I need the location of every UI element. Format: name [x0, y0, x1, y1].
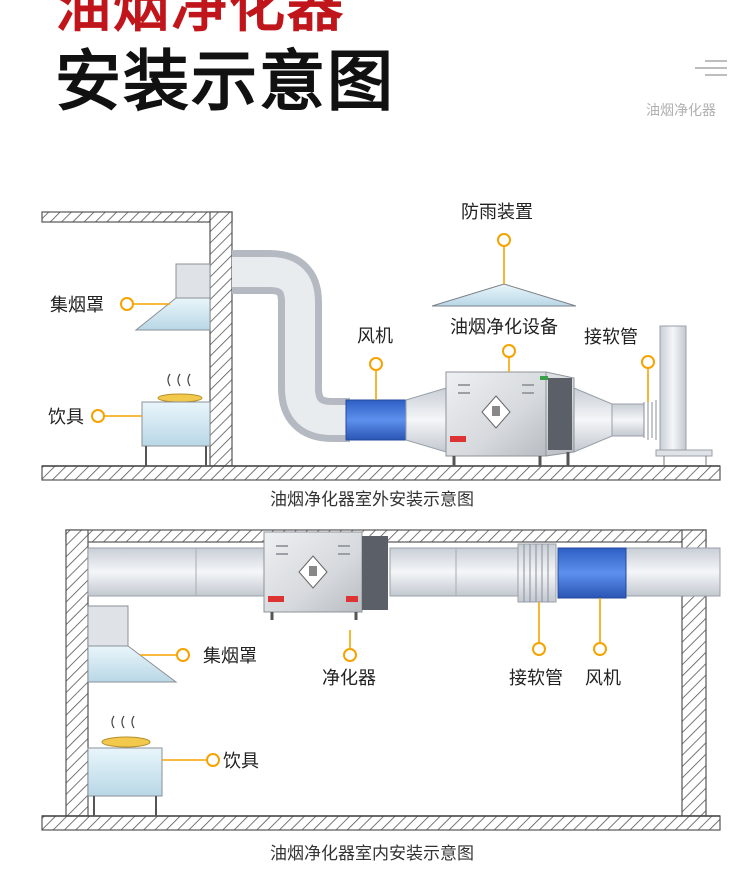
caption-outdoor: 油烟净化器室外安装示意图	[270, 490, 474, 510]
indoor-duct-left	[87, 547, 265, 597]
side-label: 油烟净化器	[646, 103, 716, 119]
label-rain-cover: 防雨装置	[461, 202, 533, 223]
rain-cover	[431, 283, 577, 307]
outdoor-diagram: 防雨装置 集烟罩 饮具 风机 油烟净化设备 接软管 油烟净化器室外安装示意图	[41, 202, 721, 510]
purifier-marker	[502, 344, 516, 358]
ground	[41, 465, 721, 481]
indoor-wall-left	[65, 529, 89, 817]
stove-marker	[91, 409, 105, 423]
label-hood: 集烟罩	[50, 295, 104, 316]
indoor-hood-marker	[176, 648, 190, 662]
indoor-diagram: 集烟罩 饮具 净化器 接软管 风机 油烟净化器室内安装示意图	[41, 529, 721, 864]
chimney	[659, 325, 687, 451]
connector-marker	[641, 355, 655, 369]
indoor-duct-right	[625, 547, 721, 597]
page-title: 安装示意图	[55, 43, 395, 120]
indoor-fan	[557, 547, 627, 599]
fan	[345, 399, 407, 441]
ceiling-slab	[41, 211, 233, 223]
indoor-stove	[87, 715, 163, 816]
fan-marker	[369, 357, 383, 371]
label-fan: 风机	[357, 326, 393, 347]
indoor-duct-mid	[389, 547, 519, 597]
indoor-purifier-unit	[263, 531, 388, 620]
purifier-unit	[445, 371, 575, 466]
label-stove: 饮具	[48, 407, 84, 428]
indoor-connector-marker	[532, 642, 546, 656]
title-top: 油烟净化器	[55, 0, 345, 40]
label-purifier: 油烟净化设备	[450, 317, 558, 338]
hood-marker	[120, 297, 134, 311]
indoor-label-stove: 饮具	[223, 751, 259, 772]
indoor-label-purifier: 净化器	[322, 668, 376, 689]
exterior-wall	[209, 211, 233, 467]
duct-transition	[405, 387, 447, 453]
stove	[141, 373, 211, 466]
caption-indoor: 油烟净化器室内安装示意图	[270, 844, 474, 864]
label-connector: 接软管	[584, 327, 638, 348]
indoor-purifier-marker	[343, 648, 357, 662]
flex-connector	[611, 403, 645, 437]
indoor-label-fan: 风机	[585, 668, 621, 689]
indoor-smoke-hood	[87, 605, 178, 683]
indoor-ground	[41, 815, 721, 831]
indoor-stove-marker	[206, 753, 220, 767]
indoor-label-hood: 集烟罩	[203, 646, 257, 667]
menu-icon[interactable]	[695, 56, 727, 78]
indoor-label-connector: 接软管	[509, 668, 563, 689]
smoke-hood	[134, 263, 211, 331]
indoor-fan-marker	[593, 642, 607, 656]
rain-cover-marker	[497, 233, 511, 247]
